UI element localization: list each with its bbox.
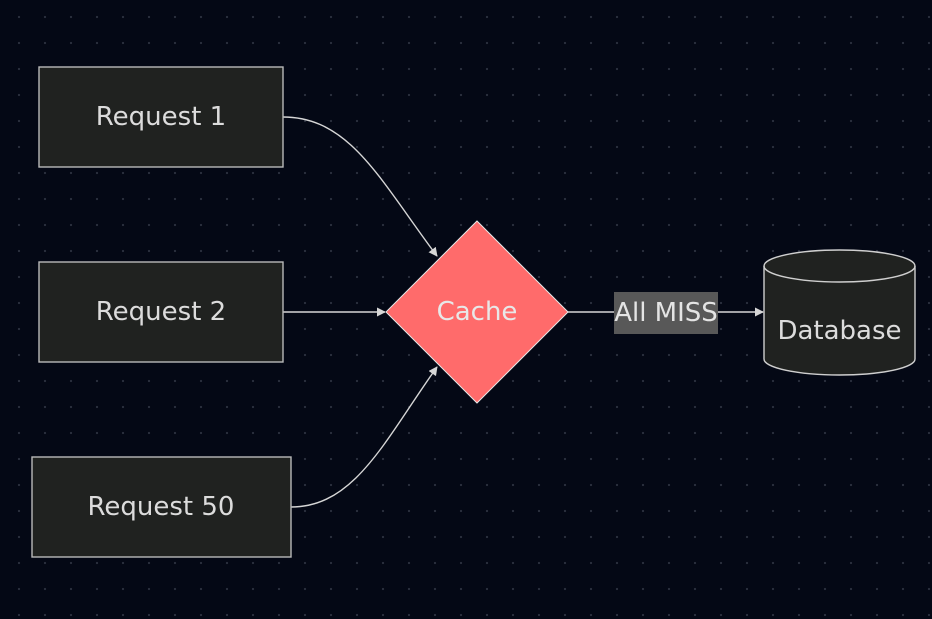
node-database[interactable]: Database [763,249,916,376]
edge-label-text: All MISS [614,298,718,328]
node-cache-label: Cache [437,297,518,327]
node-request-50-box [31,456,292,558]
node-request-2[interactable]: Request 2 [38,261,284,363]
node-request-1-label: Request 1 [96,102,226,132]
edge-label-all-miss: All MISS [614,292,718,334]
node-request-2-label: Request 2 [96,297,226,327]
edge-request-1-to-cache [282,116,438,257]
node-request-50-label: Request 50 [88,492,235,522]
node-request-50[interactable]: Request 50 [31,456,292,558]
edge-request-50-to-cache [290,366,438,508]
node-cache[interactable]: Cache [385,220,569,404]
cache-diamond [385,220,569,404]
node-database-label: Database [777,316,901,346]
edge-label-background [614,292,718,334]
database-cylinder-top-rim [763,265,916,283]
node-request-1[interactable]: Request 1 [38,66,284,168]
node-request-1-box [38,66,284,168]
database-cylinder-body [763,249,916,376]
node-request-2-box [38,261,284,363]
